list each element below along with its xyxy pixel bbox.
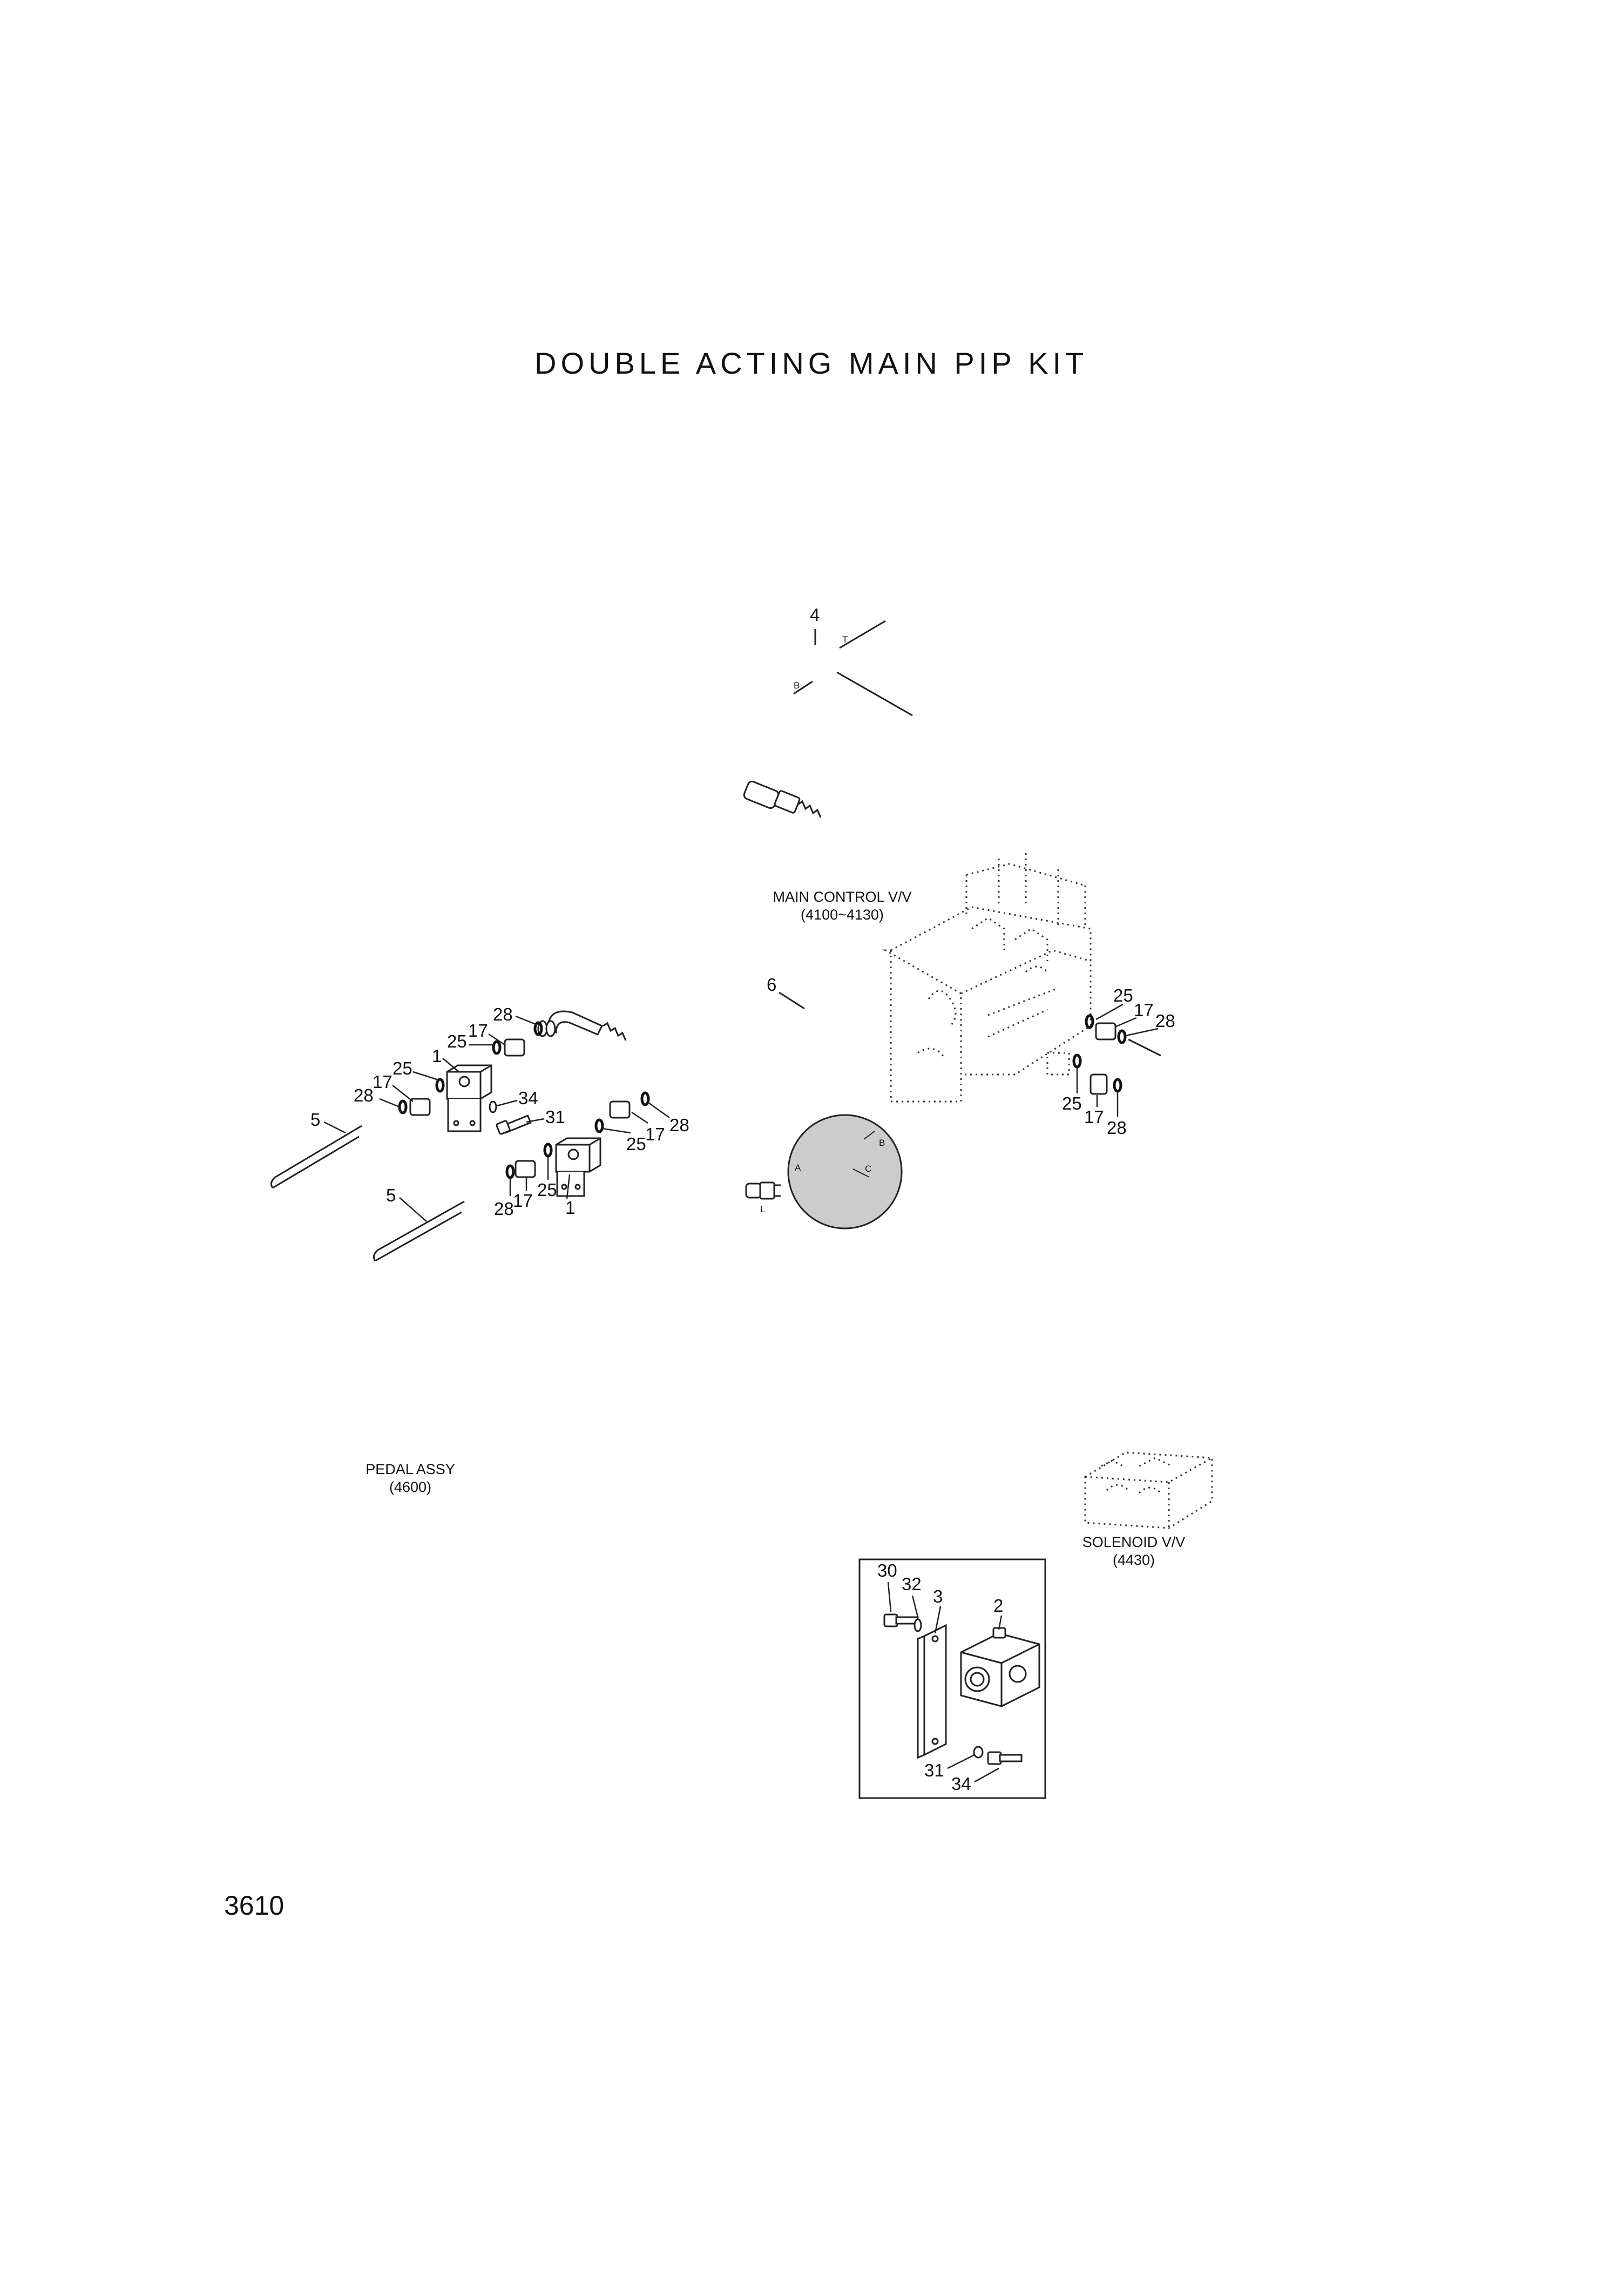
- left-leader-lines: [323, 1015, 670, 1222]
- solenoid-valve-name: SOLENOID V/V: [1082, 1534, 1186, 1550]
- bolt-34-and-washer-31: [973, 1746, 1023, 1765]
- adapter-fittings-top: [409, 1038, 525, 1116]
- o-ring-parts-lower: [505, 1091, 650, 1179]
- callout-17-left: 17: [373, 1072, 393, 1092]
- bracket-plate-3: [917, 1624, 947, 1759]
- right-adapter-lower: [1090, 1073, 1108, 1095]
- callout-5-upper: 5: [310, 1110, 320, 1130]
- callout-25-right-upper: 25: [1113, 985, 1133, 1005]
- solenoid-valve-code: (4430): [1112, 1552, 1155, 1568]
- box-leader-lines: [887, 1582, 1003, 1783]
- page-title: DOUBLE ACTING MAIN PIP KIT: [534, 346, 1088, 380]
- port-label-a: A: [795, 1163, 801, 1173]
- callout-25-middle: 25: [626, 1134, 646, 1154]
- bolt-and-washer-middle: [489, 1100, 532, 1135]
- tube-5-upper: [270, 1125, 362, 1189]
- callout-28-middle: 28: [669, 1115, 689, 1135]
- right-fittings-lower: [1072, 1053, 1122, 1093]
- callout-4: 4: [810, 605, 820, 625]
- plug-fitting: [745, 1181, 781, 1200]
- right-fittings-upper: [1085, 1014, 1127, 1044]
- solenoid-valve-outline: [1084, 1451, 1213, 1529]
- solenoid-block-2: [960, 1627, 1040, 1707]
- main-control-valve-code: (4100~4130): [801, 907, 884, 923]
- callout-25-low: 25: [537, 1180, 557, 1200]
- callout-17-right-lower: 17: [1084, 1107, 1104, 1127]
- manifold-block-upper: [446, 1064, 492, 1132]
- bolt-30-and-washer-32: [883, 1613, 922, 1632]
- solenoid-valve-label: SOLENOID V/V (4430): [1058, 1533, 1209, 1569]
- main-control-valve-name: MAIN CONTROL V/V: [773, 889, 912, 905]
- callout-28-top: 28: [493, 1004, 513, 1024]
- tube-5-lower: [373, 1200, 465, 1262]
- callout-25-left: 25: [393, 1058, 412, 1078]
- callout-32: 32: [902, 1574, 922, 1594]
- pedal-assy-label: PEDAL ASSY (4600): [335, 1461, 486, 1496]
- callout-17-right-upper: 17: [1134, 1000, 1154, 1020]
- page-number: 3610: [224, 1890, 285, 1921]
- port-label-t: T: [842, 634, 848, 645]
- callout-30: 30: [877, 1560, 897, 1580]
- callout-31-middle: 31: [545, 1107, 565, 1127]
- port-label-b-circle: B: [879, 1138, 885, 1148]
- port-label-c: C: [865, 1164, 871, 1174]
- right-leader-lines: [1076, 1003, 1159, 1117]
- callout-34-box: 34: [951, 1774, 971, 1794]
- pedal-assy-code: (4600): [389, 1479, 432, 1495]
- callout-25-right-lower: 25: [1062, 1093, 1082, 1113]
- callout-28-right-upper: 28: [1155, 1011, 1175, 1031]
- port-label-l: L: [760, 1204, 765, 1214]
- callout-28-left: 28: [354, 1085, 374, 1105]
- callout-34-middle: 34: [518, 1088, 538, 1108]
- manifold-block-lower: [555, 1137, 601, 1197]
- right-adapter-upper: [1095, 1022, 1161, 1057]
- callout-17-middle: 17: [645, 1124, 665, 1144]
- callout-17-low: 17: [513, 1191, 533, 1211]
- callout-17-top: 17: [468, 1021, 488, 1040]
- pedal-assy-name: PEDAL ASSY: [366, 1461, 455, 1477]
- callout-25-top: 25: [447, 1031, 467, 1051]
- detail-view-circle: [787, 1114, 903, 1229]
- connector-fitting: [743, 780, 822, 818]
- solenoid-kit-detail-box: [858, 1558, 1046, 1799]
- callout-3: 3: [933, 1586, 943, 1606]
- callout-28-low: 28: [494, 1199, 514, 1219]
- callout-1-low: 1: [565, 1198, 575, 1218]
- pipe-assembly-4: [793, 620, 913, 717]
- callout-6: 6: [767, 975, 776, 995]
- callout-28-right-lower: 28: [1107, 1118, 1127, 1138]
- adapter-fittings-lower: [515, 1100, 631, 1178]
- callout-1-top: 1: [432, 1046, 442, 1066]
- elbow-fitting-top: [537, 1010, 627, 1041]
- port-label-b-top: B: [794, 680, 800, 691]
- callout-5-lower: 5: [386, 1185, 396, 1205]
- leader-6: [779, 991, 805, 1010]
- callout-2: 2: [993, 1596, 1003, 1616]
- main-control-valve-label: MAIN CONTROL V/V (4100~4130): [750, 888, 934, 924]
- main-control-valve-outline: [882, 853, 1092, 1103]
- callout-31-box: 31: [924, 1760, 944, 1780]
